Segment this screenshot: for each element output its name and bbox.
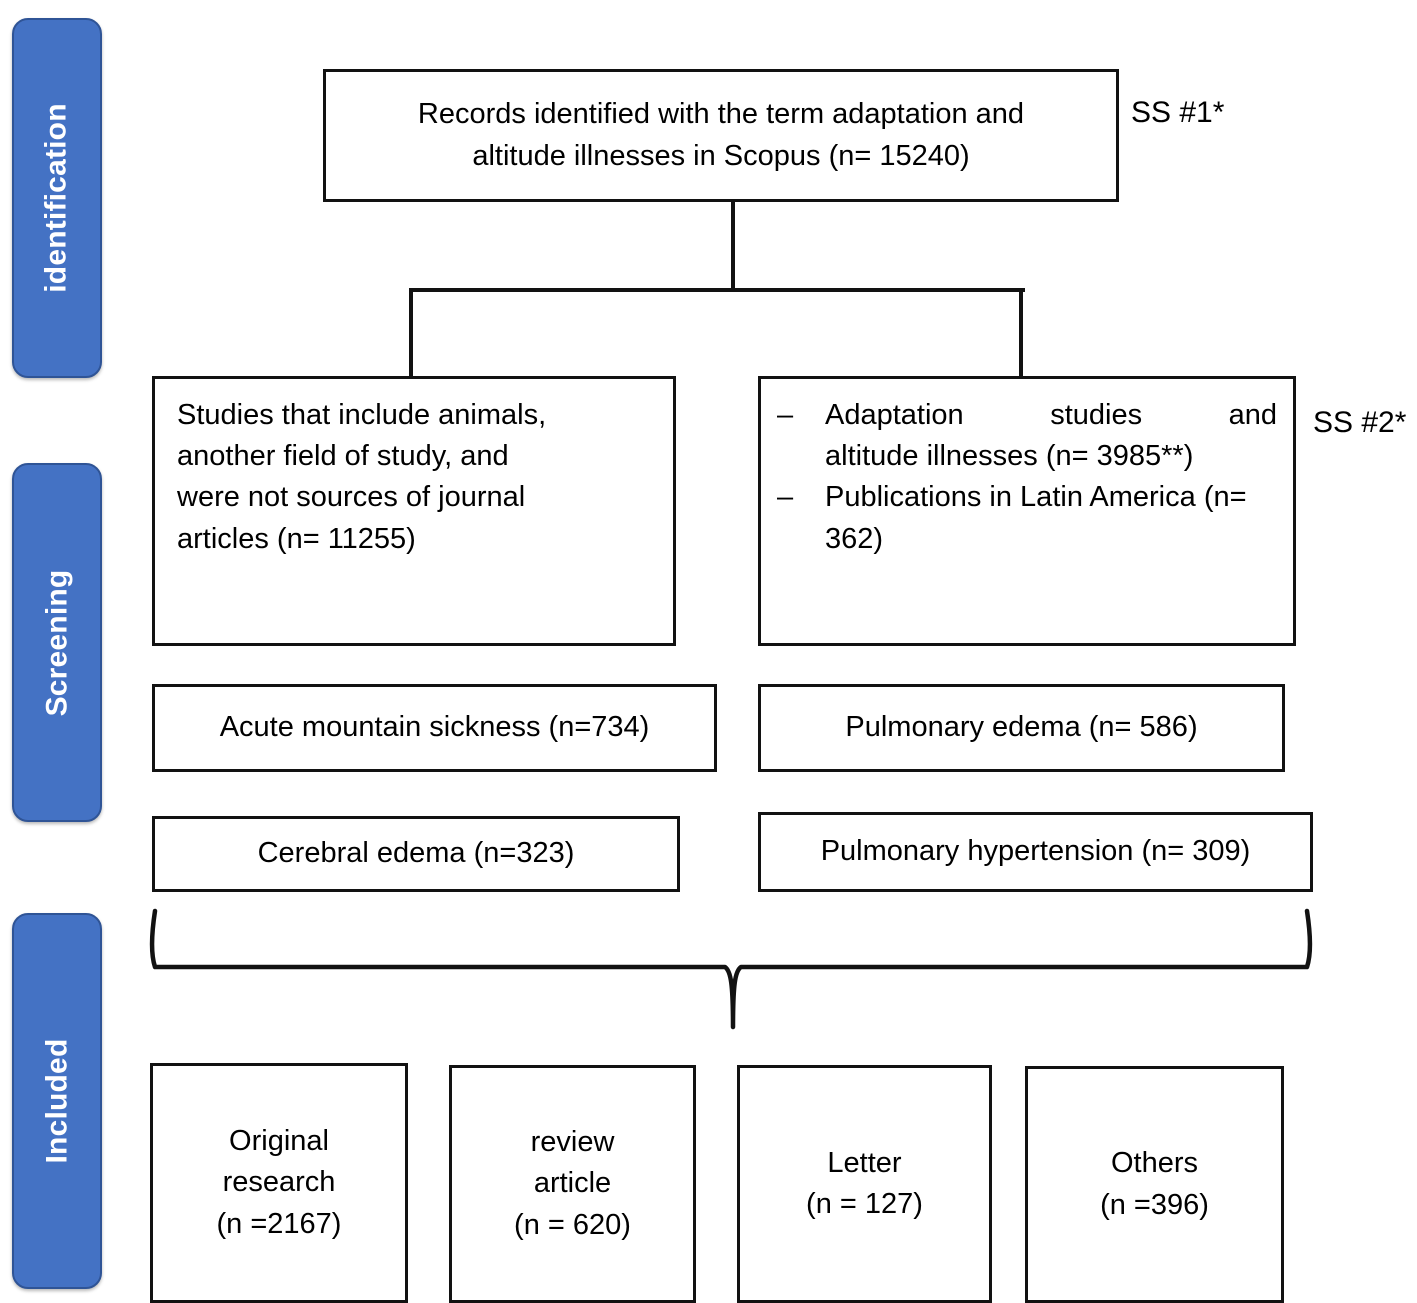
- brace-connector: [149, 908, 1313, 1030]
- bullet-1-word-3: and: [1228, 399, 1277, 431]
- condition-label-pulmonary-edema: Pulmonary edema (n= 586): [845, 711, 1198, 744]
- condition-label-pulmonary-hypertension: Pulmonary hypertension (n= 309): [820, 835, 1251, 868]
- bullet-1-word-1: Adaptation: [825, 399, 964, 431]
- type-label-review-article: review article (n = 620): [466, 1122, 679, 1246]
- others-line-2: (n =396): [1100, 1188, 1209, 1221]
- records-identified-line-2: altitude illnesses in Scopus (n= 15240): [472, 139, 970, 172]
- included-studies-bullet-2-body: Publications in Latin America (n= 362): [825, 477, 1277, 559]
- excluded-studies-line-3: were not sources of journal: [177, 481, 526, 514]
- type-label-original-research: Original research (n =2167): [167, 1121, 391, 1245]
- included-studies-bullet-2: – Publications in Latin America (n= 362): [777, 477, 1277, 559]
- phase-label-included: Included: [40, 1038, 74, 1164]
- condition-label-cerebral-edema: Cerebral edema (n=323): [257, 837, 575, 870]
- records-identified-text: Records identified with the term adaptat…: [340, 94, 1102, 176]
- connector-left-branch-vertical: [409, 288, 413, 376]
- included-studies-bullet-2-line-2: (n= 362): [825, 481, 1247, 555]
- included-studies-text: – Adaptation studies and altitude illnes…: [777, 395, 1277, 560]
- connector-right-branch-vertical: [1019, 288, 1023, 376]
- review-article-line-3: (n = 620): [514, 1208, 631, 1241]
- bullet-dash-icon-1: –: [777, 399, 794, 431]
- condition-label-acute-mountain-sickness: Acute mountain sickness (n=734): [219, 711, 650, 744]
- included-studies-bullet-1-line-2: altitude illnesses (n= 3985**): [825, 440, 1194, 473]
- type-box-letter: Letter (n = 127): [737, 1065, 992, 1303]
- excluded-studies-box: Studies that include animals, another fi…: [152, 376, 676, 646]
- condition-box-cerebral-edema: Cerebral edema (n=323): [152, 816, 680, 892]
- condition-box-pulmonary-hypertension: Pulmonary hypertension (n= 309): [758, 812, 1313, 892]
- records-identified-box: Records identified with the term adaptat…: [323, 69, 1119, 202]
- letter-line-2: (n = 127): [806, 1188, 923, 1220]
- excluded-studies-line-2: another field of study, and: [177, 440, 509, 473]
- type-box-others: Others (n =396): [1025, 1066, 1284, 1303]
- included-studies-box: – Adaptation studies and altitude illnes…: [758, 376, 1296, 646]
- excluded-studies-line-4: articles (n= 11255): [177, 522, 416, 555]
- included-studies-bullet-2-line-1: Publications in Latin America: [825, 481, 1196, 514]
- type-box-original-research: Original research (n =2167): [150, 1063, 408, 1303]
- condition-box-acute-mountain-sickness: Acute mountain sickness (n=734): [152, 684, 717, 772]
- original-research-line-3: (n =2167): [216, 1207, 342, 1240]
- condition-box-pulmonary-edema: Pulmonary edema (n= 586): [758, 684, 1285, 772]
- records-identified-line-1: Records identified with the term adaptat…: [417, 98, 1025, 131]
- included-studies-bullet-1-body: Adaptation studies and altitude illnesse…: [825, 395, 1277, 477]
- search-strategy-1-note: SS #1*: [1131, 96, 1225, 129]
- excluded-studies-text: Studies that include animals, another fi…: [177, 395, 651, 560]
- bullet-dash-icon-2: –: [777, 481, 794, 514]
- phase-label-screening: Screening: [40, 569, 74, 716]
- others-line-1: Others: [1110, 1147, 1199, 1180]
- phase-label-identification: identification: [40, 103, 73, 293]
- bullet-1-word-2: studies: [1050, 399, 1143, 431]
- phase-bar-identification: identification: [12, 18, 102, 378]
- search-strategy-2-note: SS #2*: [1313, 406, 1407, 439]
- phase-bar-screening: Screening: [12, 463, 102, 822]
- included-studies-bullet-1-line-1: Adaptation studies and: [825, 395, 1277, 436]
- connector-trunk-vertical: [731, 202, 735, 292]
- phase-bar-included: Included: [12, 913, 102, 1289]
- letter-line-1: Letter: [827, 1146, 902, 1179]
- review-article-line-1: review: [530, 1126, 615, 1159]
- review-article-line-2: article: [533, 1167, 612, 1200]
- type-label-others: Others (n =396): [1042, 1143, 1267, 1225]
- original-research-line-1: Original: [229, 1125, 329, 1158]
- excluded-studies-line-1: Studies that include animals,: [177, 399, 547, 431]
- type-label-letter: Letter (n = 127): [754, 1143, 975, 1225]
- connector-split-horizontal: [409, 288, 1025, 292]
- original-research-line-2: research: [222, 1166, 336, 1199]
- type-box-review-article: review article (n = 620): [449, 1065, 696, 1303]
- included-studies-bullet-1: – Adaptation studies and altitude illnes…: [777, 395, 1277, 477]
